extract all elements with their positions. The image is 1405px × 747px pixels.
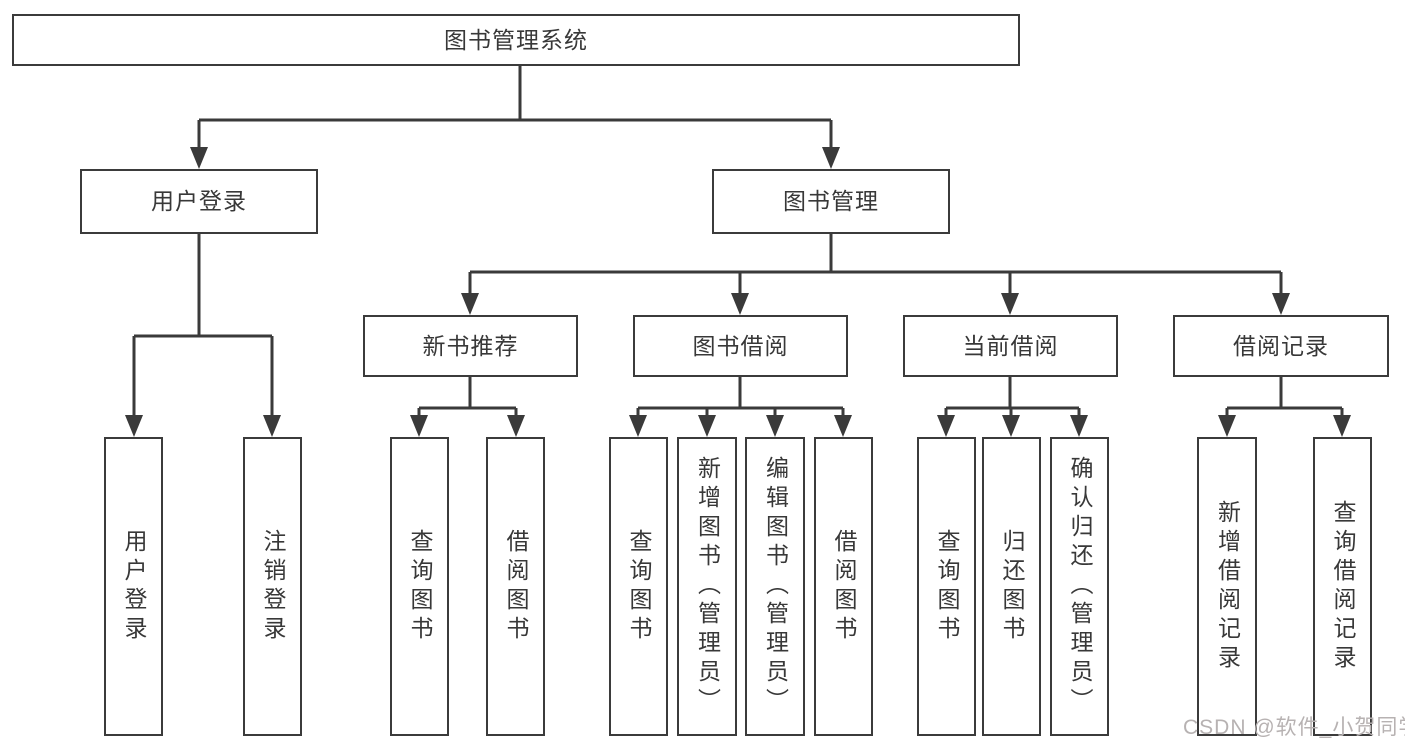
node-query-books-current: 查询图书 — [917, 437, 976, 736]
node-query-borrow-record: 查询借阅记录 — [1313, 437, 1372, 736]
node-book-borrowing: 图书借阅 — [633, 315, 848, 377]
watermark: CSDN @软件_小贺同学 — [1183, 716, 1405, 739]
node-query-books-recommend: 查询图书 — [390, 437, 449, 736]
node-borrow-books-recommend: 借阅图书 — [486, 437, 545, 736]
node-borrowing-records: 借阅记录 — [1173, 315, 1389, 377]
node-borrow-books-leaf: 借阅图书 — [814, 437, 873, 736]
node-current-borrowing: 当前借阅 — [903, 315, 1118, 377]
node-add-books-admin: 新增图书（管理员） — [677, 437, 737, 736]
node-return-books: 归还图书 — [982, 437, 1041, 736]
node-add-borrow-record: 新增借阅记录 — [1197, 437, 1257, 736]
node-edit-books-admin: 编辑图书（管理员） — [745, 437, 805, 736]
node-book-management: 图书管理 — [712, 169, 950, 234]
node-logout: 注销登录 — [243, 437, 302, 736]
node-new-book-recommendation: 新书推荐 — [363, 315, 578, 377]
node-book-management-system: 图书管理系统 — [12, 14, 1020, 66]
node-confirm-return-admin: 确认归还（管理员） — [1050, 437, 1109, 736]
node-user-login: 用户登录 — [80, 169, 318, 234]
node-query-books-borrowing: 查询图书 — [609, 437, 668, 736]
node-user-login-leaf: 用户登录 — [104, 437, 163, 736]
